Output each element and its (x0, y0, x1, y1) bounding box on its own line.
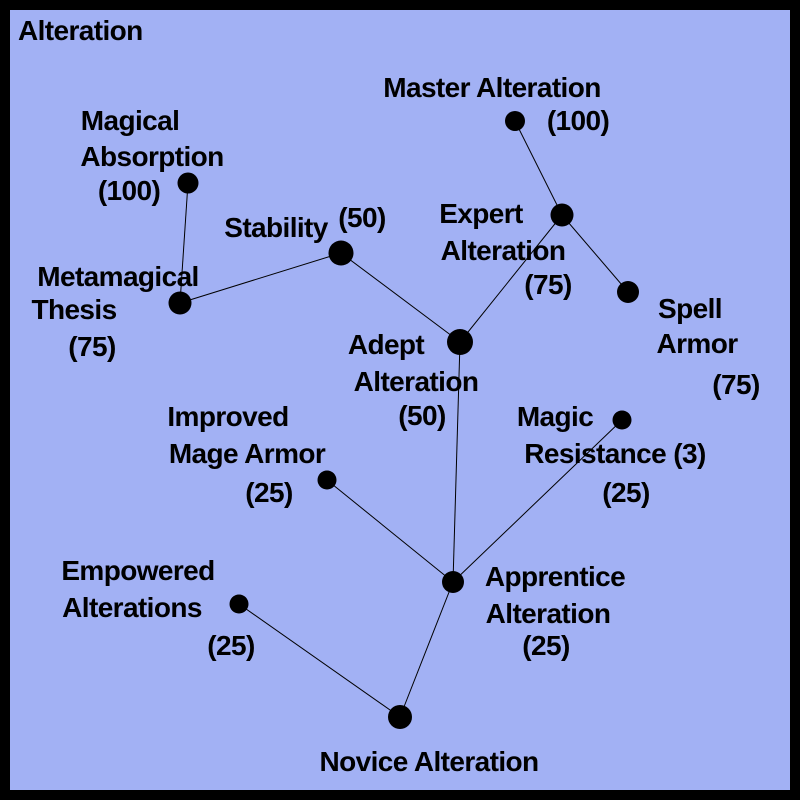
skill-node-magical-absorption[interactable] (177, 172, 199, 194)
skill-label-magical-absorption-line-2: (100) (97, 175, 161, 206)
skill-label-magical-absorption-line-1: Absorption (80, 141, 224, 172)
skill-label-master-alteration-line-1: (100) (546, 105, 610, 136)
skill-node-improved-mage-armor[interactable] (317, 470, 337, 490)
skill-node-master-alteration[interactable] (505, 111, 525, 131)
skill-edge-expert-alteration--adept-alteration (459, 214, 563, 343)
skill-label-adept-alteration-line-1: Alteration (353, 366, 479, 397)
skill-node-apprentice-alteration[interactable] (442, 571, 464, 593)
skill-label-magical-absorption-line-0: Magical (80, 105, 180, 136)
skill-label-expert-alteration-line-0: Expert (439, 198, 523, 229)
skill-edge-metamagical-thesis--stability (179, 252, 342, 304)
tree-title: Alteration (18, 15, 143, 46)
skill-label-improved-mage-armor-line-1: Mage Armor (168, 438, 326, 469)
skill-label-adept-alteration-line-0: Adept (347, 329, 425, 360)
skill-edge-adept-alteration--apprentice-alteration (452, 341, 461, 583)
skill-label-magic-resistance-line-1: Resistance (3) (524, 438, 706, 469)
skill-label-spell-armor-line-0: Spell (658, 293, 723, 324)
skill-edge-novice-alteration--apprentice-alteration (399, 581, 454, 718)
skill-edge-improved-mage-armor--apprentice-alteration (326, 479, 454, 583)
skill-node-novice-alteration[interactable] (388, 705, 412, 729)
skill-edge-magic-resistance--apprentice-alteration (452, 419, 623, 583)
skill-node-spell-armor[interactable] (617, 281, 639, 303)
skill-edge-expert-alteration--spell-armor (561, 214, 629, 293)
skill-node-magic-resistance[interactable] (612, 410, 632, 430)
skill-node-metamagical-thesis[interactable] (168, 291, 192, 315)
skill-node-empowered-alterations[interactable] (229, 594, 249, 614)
skill-label-metamagical-thesis-line-1: Thesis (31, 294, 117, 325)
skill-label-expert-alteration-line-2: (75) (524, 269, 572, 300)
skill-label-apprentice-alteration-line-0: Apprentice (484, 561, 626, 592)
skill-node-stability[interactable] (328, 240, 354, 266)
skill-edge-master-alteration--expert-alteration (514, 120, 563, 216)
skill-edge-magical-absorption--metamagical-thesis (179, 182, 189, 304)
skill-label-metamagical-thesis-line-2: (75) (68, 331, 116, 362)
skill-label-empowered-alterations-line-1: Alterations (62, 592, 202, 623)
skill-label-empowered-alterations-line-0: Empowered (61, 555, 215, 586)
skill-label-magic-resistance-line-0: Magic (516, 401, 594, 432)
skill-node-adept-alteration[interactable] (447, 329, 473, 355)
skill-label-master-alteration-line-0: Master Alteration (383, 72, 601, 103)
skill-label-improved-mage-armor-line-0: Improved (167, 401, 289, 432)
skill-label-empowered-alterations-line-2: (25) (207, 630, 255, 661)
skill-label-magic-resistance-line-2: (25) (602, 477, 650, 508)
skill-label-adept-alteration-line-2: (50) (398, 400, 446, 431)
skill-edge-empowered-alterations--novice-alteration (238, 603, 401, 718)
skill-label-apprentice-alteration-line-1: Alteration (485, 598, 611, 629)
skill-label-spell-armor-line-1: Armor (656, 328, 738, 359)
skill-tree-board (10, 10, 790, 790)
skill-node-expert-alteration[interactable] (550, 203, 574, 227)
skill-label-apprentice-alteration-line-2: (25) (522, 630, 570, 661)
skill-label-stability-line-0: Stability (224, 212, 328, 243)
skill-label-stability-line-1: (50) (338, 202, 386, 233)
skill-label-metamagical-thesis-line-0: Metamagical (37, 261, 199, 292)
skill-label-improved-mage-armor-line-2: (25) (245, 477, 293, 508)
skill-label-spell-armor-line-2: (75) (712, 369, 760, 400)
skill-label-expert-alteration-line-1: Alteration (440, 235, 566, 266)
skill-edge-stability--adept-alteration (340, 252, 461, 343)
skill-label-novice-alteration-line-0: Novice Alteration (319, 746, 539, 777)
